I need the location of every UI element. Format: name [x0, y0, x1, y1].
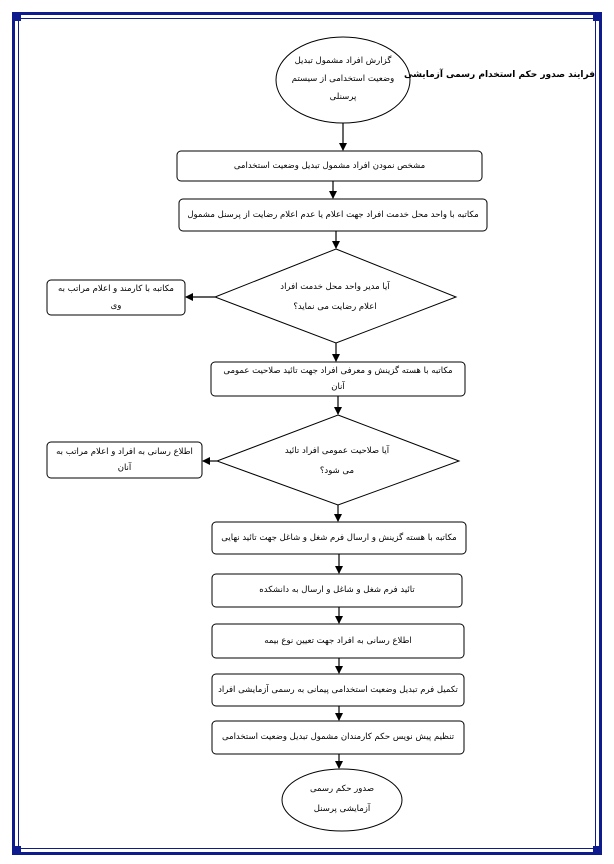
- corner-mark: [593, 846, 602, 855]
- step6-label: اطلاع رسانی به افراد جهت تعیین نوع بیمه: [264, 635, 412, 646]
- corner-mark: [593, 12, 602, 21]
- corner-mark: [12, 846, 21, 855]
- step5-box: [211, 573, 463, 608]
- step8-box: [211, 720, 465, 755]
- step5-label: تائید فرم شغل و شاغل و ارسال به دانشکده: [259, 585, 415, 596]
- start-line-2: وضعیت استخدامی از سیستم: [291, 74, 395, 85]
- decision2-label: آیا صلاحیت عمومی افراد تائید می شود؟: [247, 438, 427, 484]
- step6-box: [211, 623, 465, 659]
- start-line-3: پرسنلی: [329, 91, 357, 102]
- step1-box: [176, 150, 483, 182]
- decision2-line-2: می شود؟: [319, 466, 355, 476]
- step7-box: [211, 673, 465, 707]
- start-line-1: گزارش افراد مشمول تبدیل: [294, 56, 392, 67]
- decision1-label: آیا مدیر واحد محل خدمت افراد اعلام رضایت…: [245, 272, 425, 322]
- step3-label: مکاتبه با هسته گزینش و معرفی افراد جهت ت…: [223, 365, 453, 392]
- flowchart-title: فرایند صدور حکم استخدام رسمی آزمایشی: [404, 70, 595, 80]
- end-line-1: صدور حکم رسمی: [309, 784, 375, 795]
- side1-label: مکاتبه با کارمند و اعلام مراتب به وی: [58, 284, 174, 311]
- decision1-line-1: آیا مدیر واحد محل خدمت افراد: [280, 281, 390, 292]
- step8-label: تنظیم پیش نویس حکم کارمندان مشمول تبدیل …: [221, 732, 455, 743]
- decision2-line-1: آیا صلاحیت عمومی افراد تائید: [284, 445, 390, 456]
- end-line-2: آزمایشی پرسنل: [313, 804, 371, 814]
- step7-label: تکمیل فرم تبدیل وضعیت استخدامی پیمانی به…: [218, 684, 458, 695]
- step2-label: مکاتبه با واحد محل خدمت افراد جهت اعلام …: [187, 209, 479, 220]
- page-border-outer: [12, 12, 602, 855]
- step1-label: مشخص نمودن افراد مشمول تبدیل وضعیت استخد…: [233, 160, 426, 171]
- end-oval: [281, 768, 403, 832]
- side2-label: اطلاع رسانی به افراد و اعلام مراتب به آن…: [56, 446, 193, 473]
- start-label: گزارش افراد مشمول تبدیل وضعیت استخدامی ا…: [276, 44, 410, 116]
- page-border-inner: [18, 18, 596, 849]
- decision1-line-2: اعلام رضایت می نماید؟: [293, 302, 377, 312]
- step2-box: [178, 198, 488, 232]
- end-label: صدور حکم رسمی آزمایشی پرسنل: [282, 774, 402, 826]
- corner-mark: [12, 12, 21, 21]
- step4-label: مکاتبه با هسته گزینش و ارسال فرم شغل و ش…: [221, 532, 457, 543]
